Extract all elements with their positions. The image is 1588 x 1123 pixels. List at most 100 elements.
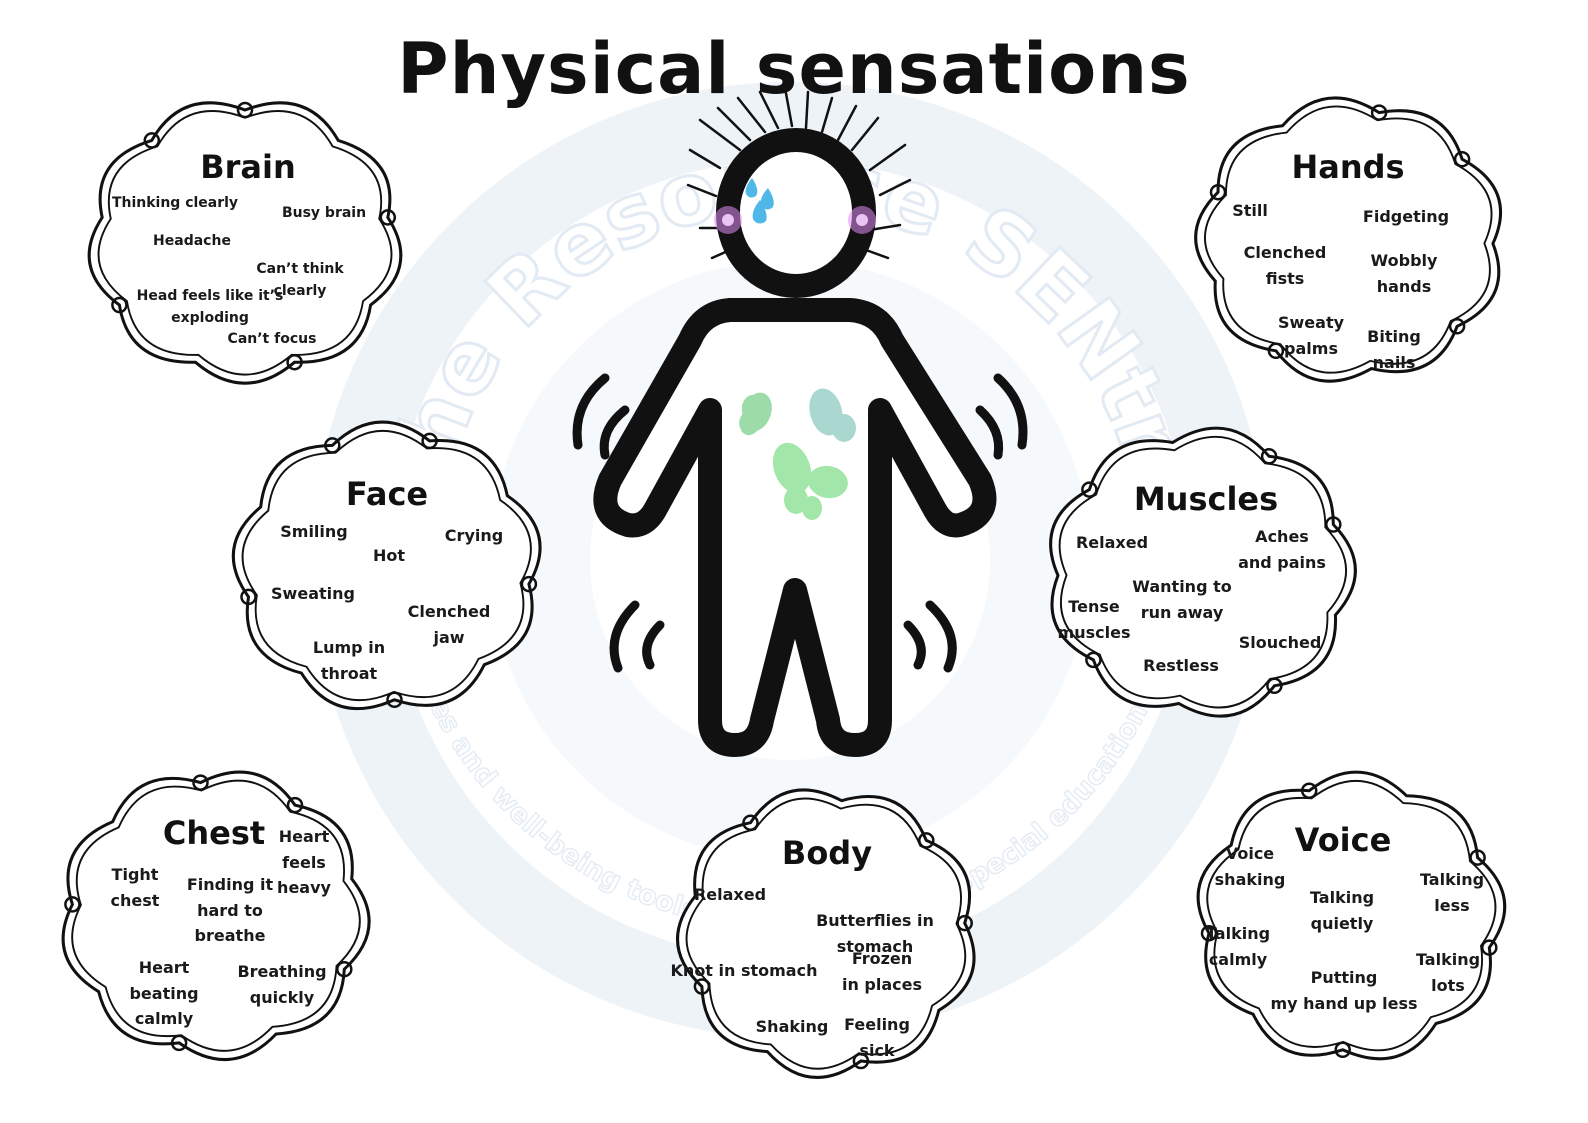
cloud-outline-path — [1196, 770, 1507, 1061]
cloud-curl — [192, 774, 209, 791]
cloud-outline-path — [676, 788, 976, 1079]
cloud-curl — [170, 1034, 188, 1052]
muscles-cloud: Muscles Relaxed Aches and pains Wanting … — [1028, 410, 1373, 735]
cloud-outline-path — [1194, 96, 1502, 383]
brain-cloud: Brain Thinking clearly Busy brain Headac… — [70, 80, 420, 400]
cloud-curl — [1260, 448, 1278, 465]
cloud-curl — [379, 209, 397, 226]
cloud-curl — [742, 814, 759, 831]
sensation-label: Heart feels heavy — [277, 827, 331, 898]
cloud-curl — [918, 832, 935, 849]
blush-icon — [714, 206, 876, 234]
cloud-outline — [676, 788, 976, 1079]
cloud-outline — [1049, 426, 1357, 718]
sensation-label: Sweaty palms — [1277, 313, 1345, 358]
sensation-label: Can’t think clearly — [256, 261, 344, 300]
sensation-label: Wobbly hands — [1370, 251, 1438, 296]
sensation-label: Finding it hard to breathe — [186, 875, 274, 946]
sensation-label: Slouched — [1238, 633, 1322, 652]
sensation-label: Voice shaking — [1214, 844, 1286, 889]
cloud-outline-path — [61, 770, 371, 1062]
cloud-curl — [143, 132, 161, 149]
cloud-curl — [693, 978, 711, 995]
cloud-outline-path — [87, 101, 403, 385]
sensation-label: Biting nails — [1367, 327, 1421, 372]
cloud-curl — [1334, 1041, 1351, 1059]
sensation-label: Sweating — [271, 584, 355, 603]
cloud-curl — [64, 896, 81, 913]
cloud-title: Chest — [162, 814, 266, 852]
cloud-curl — [286, 353, 303, 371]
cloud-curl — [1453, 150, 1471, 168]
cloud-outline-path — [1049, 426, 1357, 718]
cloud-outline — [1196, 770, 1507, 1061]
sensation-label: Smiling — [280, 522, 348, 541]
cloud-curl — [111, 296, 128, 314]
face-cloud: Face Smiling Crying Hot Sweating Clenche… — [215, 405, 560, 730]
cloud-outline — [1194, 96, 1502, 383]
cloud-curl — [240, 588, 257, 606]
cloud-curl — [520, 575, 538, 593]
shake-lines — [572, 373, 1028, 673]
sensation-label: Butterflies in stomach — [816, 911, 934, 956]
cloud-curl — [1266, 677, 1283, 695]
sensation-label: Lump in throat — [312, 638, 386, 683]
cloud-outline — [231, 420, 542, 711]
sensation-label: Tense muscles — [1057, 597, 1131, 642]
cloud-title: Brain — [200, 148, 296, 186]
butterfly-icon-center — [772, 442, 848, 520]
sensation-label: Head feels like it’s exploding — [136, 288, 284, 327]
sensation-label: Restless — [1143, 656, 1219, 675]
cloud-title: Hands — [1291, 148, 1405, 186]
sensation-label: Talking quietly — [1309, 888, 1375, 933]
body-cloud: Body Relaxed Butterflies in stomach Knot… — [660, 770, 995, 1095]
cloud-curl — [1200, 925, 1218, 942]
butterfly-icon-right — [809, 388, 856, 442]
cloud-curl — [1267, 342, 1285, 360]
cloud-inner-outline — [241, 429, 532, 702]
cloud-curl — [386, 691, 403, 709]
cloud-inner-outline — [1206, 779, 1497, 1052]
voice-cloud: Voice Voice shaking Talking quietly Talk… — [1178, 755, 1523, 1080]
stress-lines — [686, 86, 912, 260]
sensation-label: Talking less — [1419, 870, 1485, 915]
chest-cloud: Chest Heart feels heavy Tight chest Find… — [42, 752, 387, 1077]
cloud-curl — [324, 437, 341, 454]
cloud-outline — [87, 101, 403, 385]
sensation-label: Crying — [444, 526, 504, 545]
sensation-label: Feeling sick — [844, 1015, 910, 1060]
figure-body — [593, 298, 997, 757]
cloud-curl — [286, 796, 304, 814]
sensation-label: Relaxed — [693, 885, 767, 904]
cloud-curl — [956, 914, 973, 932]
cloud-curl — [1081, 481, 1098, 498]
sensation-label: Shaking — [755, 1017, 829, 1036]
tears-icon — [745, 178, 774, 224]
sensation-label: Hot — [372, 546, 406, 565]
butterfly-icon-left — [739, 392, 772, 436]
cloud-title: Body — [781, 834, 873, 872]
cloud-curl — [1209, 183, 1227, 201]
sensation-label: Wanting to run away — [1132, 577, 1232, 622]
sensation-label: Relaxed — [1075, 533, 1149, 552]
cloud-curl — [421, 432, 438, 450]
sensation-label: Busy brain — [281, 205, 367, 221]
page-title: Physical sensations — [397, 28, 1191, 110]
sensation-label: Knot in stomach — [670, 961, 818, 980]
cloud-curl — [1300, 782, 1318, 799]
cloud-inner-outline — [1058, 435, 1347, 709]
sensation-label: Talking calmly — [1205, 924, 1271, 969]
sensation-label: Thinking clearly — [111, 195, 239, 211]
sensation-label: Fidgeting — [1362, 207, 1450, 226]
sensation-label: Still — [1232, 201, 1268, 220]
cloud-title: Voice — [1294, 821, 1392, 859]
cloud-outline-path — [231, 420, 542, 711]
cloud-curl — [236, 101, 254, 119]
cloud-curl — [1448, 318, 1466, 335]
cloud-title: Face — [345, 475, 429, 513]
hands-cloud: Hands Still Fidgeting Clenched fists Wob… — [1178, 80, 1523, 400]
cloud-title: Muscles — [1133, 480, 1279, 518]
sensation-label: Can’t focus — [227, 331, 317, 347]
cloud-curl — [336, 960, 353, 978]
sensation-label: Heart beating calmly — [129, 958, 199, 1029]
